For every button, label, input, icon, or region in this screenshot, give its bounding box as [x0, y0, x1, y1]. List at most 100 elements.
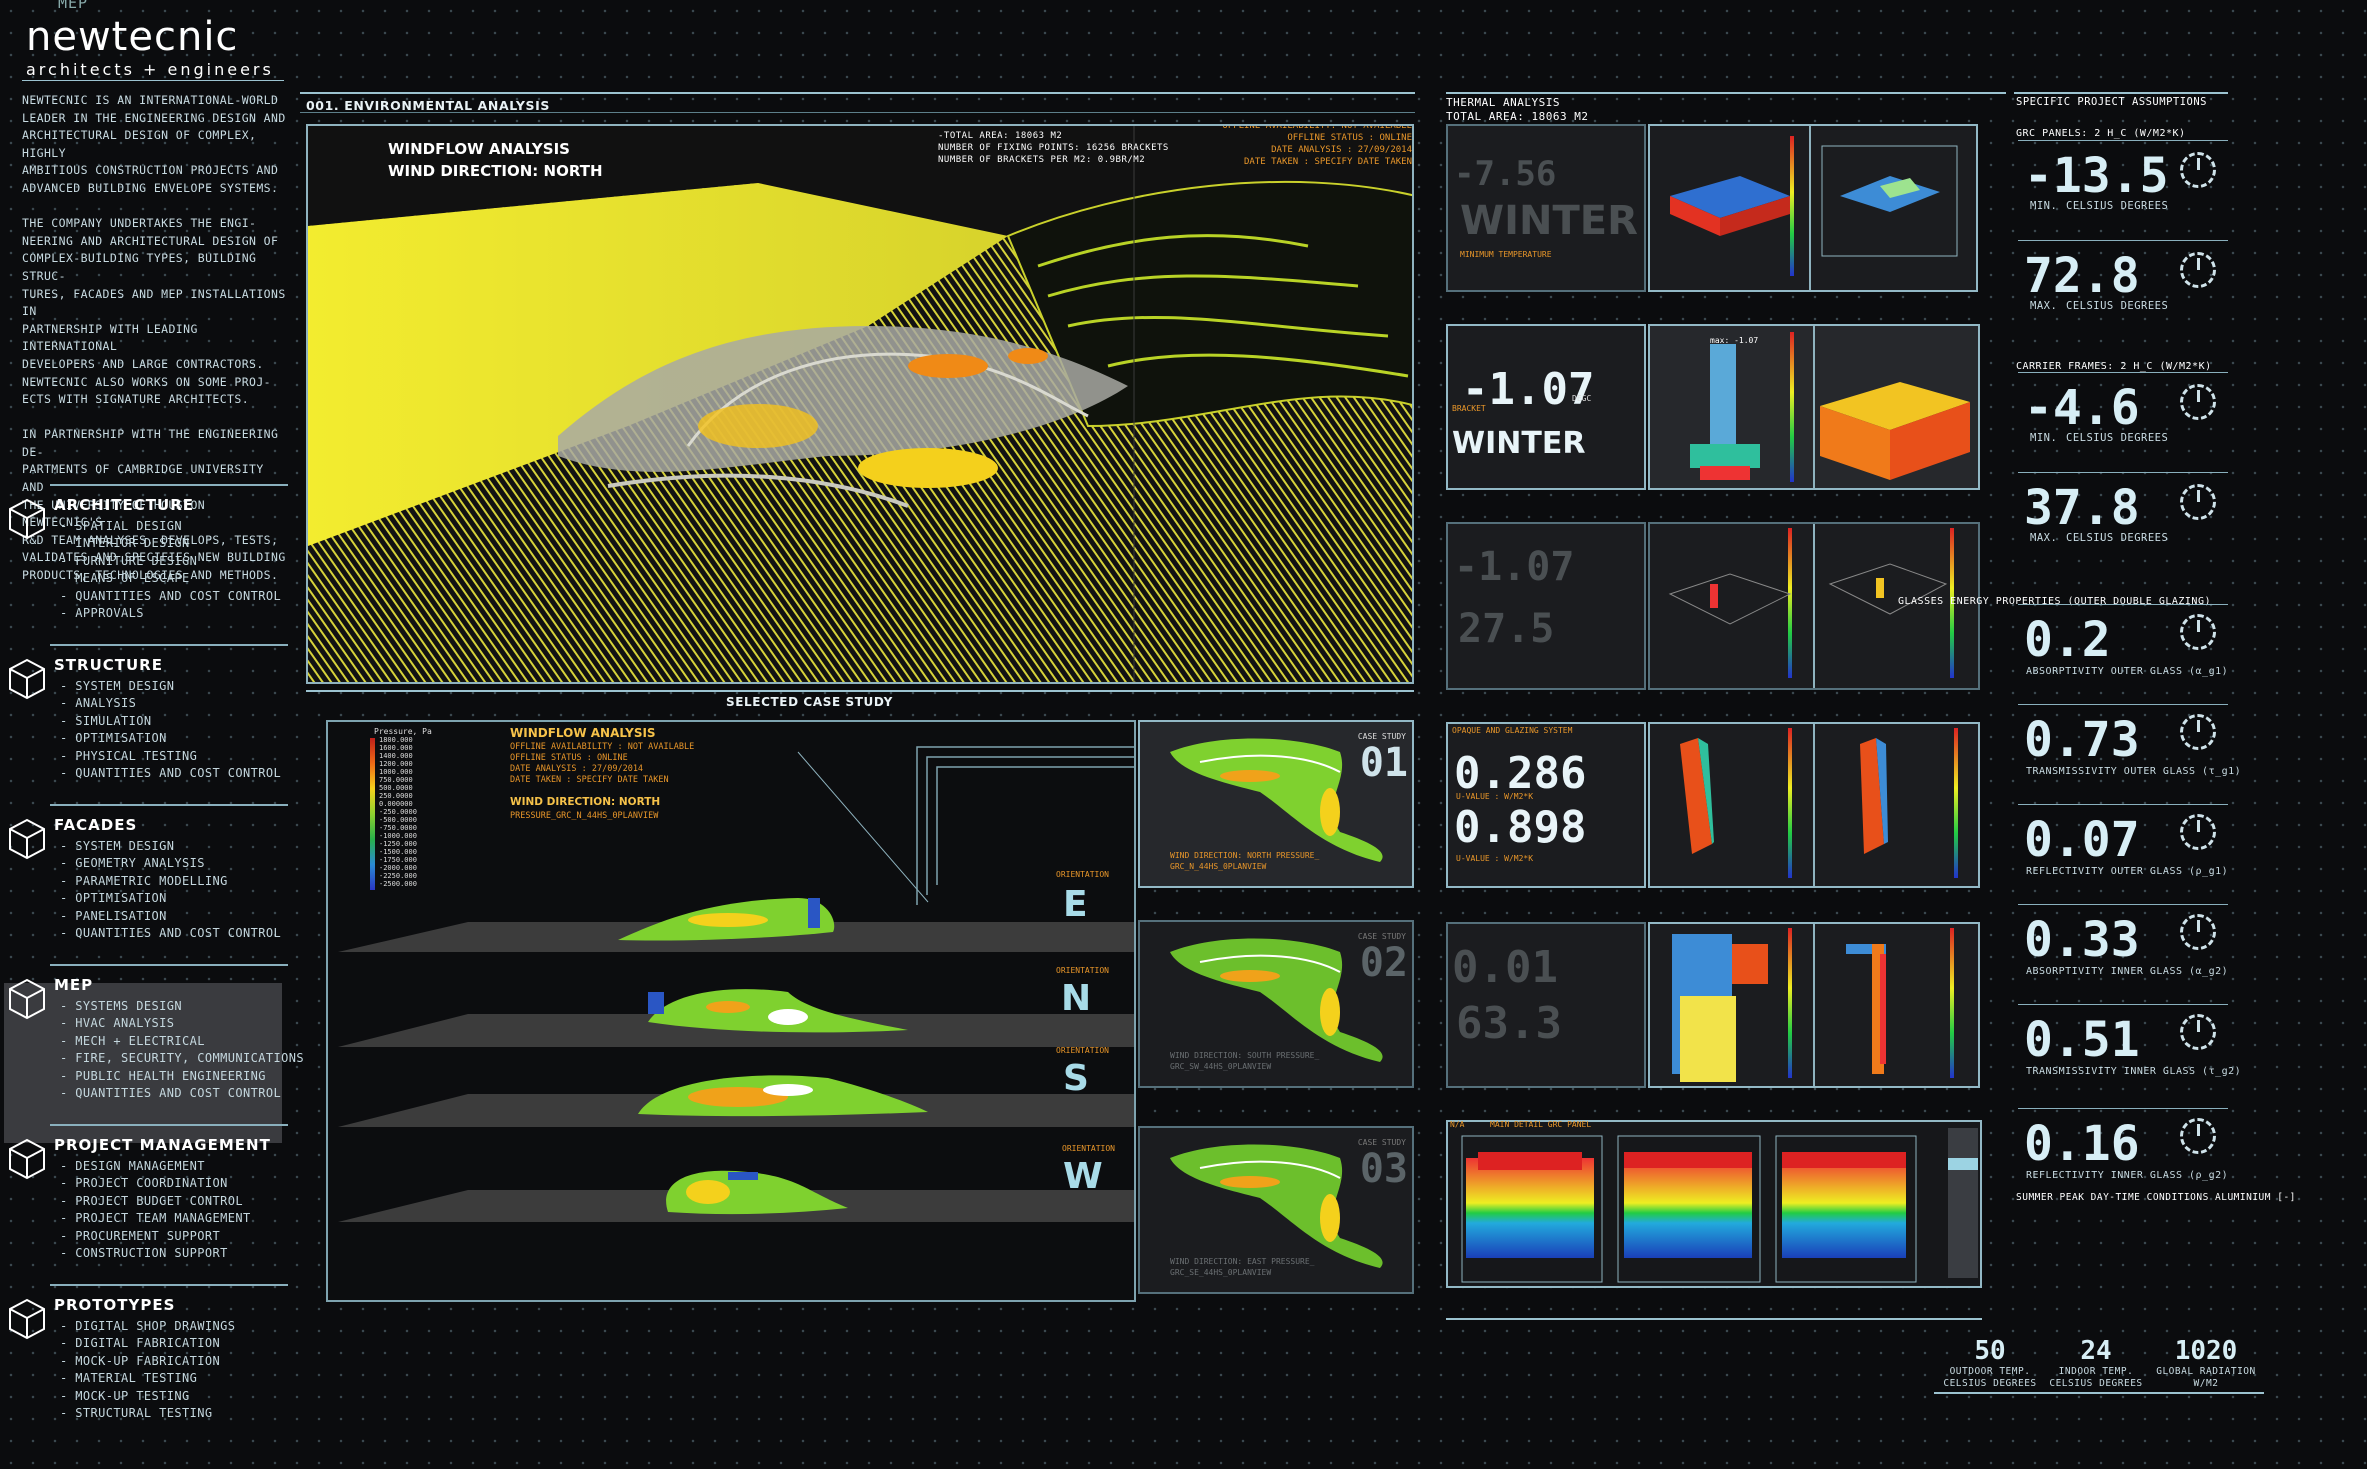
- category-item[interactable]: - QUANTITIES AND COST CONTROL: [60, 926, 282, 941]
- category-item[interactable]: - QUANTITIES AND COST CONTROL: [60, 1086, 282, 1101]
- case-study-desc: WIND DIRECTION: EAST PRESSURE_GRC_SE_44H…: [1170, 1256, 1315, 1278]
- orientation-e[interactable]: E: [1063, 884, 1088, 925]
- category-item[interactable]: - MATERIAL TESTING: [60, 1371, 198, 1386]
- thermal-render-4[interactable]: [1648, 722, 1980, 888]
- intro-line: TURES, FACADES AND MEP INSTALLATIONS IN: [22, 286, 286, 319]
- category-item[interactable]: - PUBLIC HEALTH ENGINEERING: [60, 1068, 266, 1083]
- category-title[interactable]: ARCHITECTURE: [54, 496, 194, 514]
- thermal-panel-2[interactable]: -1.07 DEGC BRACKET WINTER: [1446, 324, 1646, 490]
- category-title[interactable]: FACADES: [54, 816, 138, 834]
- category-item[interactable]: - OPTIMISATION: [60, 731, 167, 746]
- category-item[interactable]: - HVAC ANALYSIS: [60, 1016, 175, 1031]
- category-item[interactable]: - PANELISATION: [60, 908, 167, 923]
- category-item[interactable]: - APPROVALS: [60, 606, 144, 621]
- legend-value: -1000.000: [379, 832, 417, 840]
- thermal-panel-5[interactable]: 0.01 63.3: [1446, 922, 1646, 1088]
- assumption-value: -13.5: [2024, 148, 2169, 204]
- category-title[interactable]: PROTOTYPES: [54, 1296, 176, 1314]
- intro-line: THE COMPANY UNDERTAKES THE ENGI-: [22, 216, 257, 231]
- category-title[interactable]: PROJECT MANAGEMENT: [54, 1136, 271, 1154]
- brand-logo[interactable]: newtecnic: [26, 14, 239, 60]
- category-item[interactable]: - SPATIAL DESIGN: [60, 519, 182, 533]
- category-item[interactable]: - SYSTEM DESIGN: [60, 839, 175, 853]
- thermal-panel-4[interactable]: OPAQUE AND GLAZING SYSTEM 0.286 U-VALUE …: [1446, 722, 1646, 888]
- thermal-render-3-img: [1668, 524, 1954, 688]
- category-item[interactable]: - PROJECT BUDGET CONTROL: [60, 1193, 243, 1208]
- active-category-highlight: [4, 983, 282, 1143]
- category-item[interactable]: - CONSTRUCTION SUPPORT: [60, 1246, 228, 1261]
- thermal-render-1[interactable]: [1648, 124, 1978, 292]
- orientation-n[interactable]: N: [1061, 978, 1092, 1019]
- category-item[interactable]: - MOCK-UP TESTING: [60, 1388, 190, 1403]
- category-item[interactable]: - SYSTEMS DESIGN: [60, 999, 182, 1013]
- thermal-panel-1[interactable]: -7.56 WINTER MINIMUM TEMPERATURE: [1446, 124, 1646, 292]
- category-item[interactable]: - FURNITURE DESIGN: [60, 553, 198, 568]
- thermal-header: THERMAL ANALYSIS: [1446, 96, 1560, 109]
- category-item[interactable]: - STRUCTURAL TESTING: [60, 1406, 213, 1421]
- category-item[interactable]: - FIRE, SECURITY, COMMUNICATIONS: [60, 1051, 304, 1066]
- thermal-render-2-img: [1690, 326, 1970, 488]
- stat-label-line: W/M2: [2193, 1378, 2219, 1389]
- case-study-render: [1170, 1144, 1383, 1268]
- intro-line: [22, 409, 292, 427]
- category-item[interactable]: - ANALYSIS: [60, 696, 137, 711]
- category-title[interactable]: STRUCTURE: [54, 656, 163, 674]
- thermal-panel-3[interactable]: -1.07 27.5: [1446, 522, 1646, 690]
- glass-label: REFLECTIVITY INNER GLASS (ρ_g2): [2026, 1170, 2229, 1181]
- category-item[interactable]: - DIGITAL FABRICATION: [60, 1336, 221, 1351]
- cube-icon: [8, 818, 46, 860]
- selected-case-study-label: SELECTED CASE STUDY: [726, 695, 893, 709]
- divider: [2018, 804, 2228, 805]
- thermal-value-5b: 63.3: [1456, 998, 1562, 1049]
- category-item[interactable]: - PROCUREMENT SUPPORT: [60, 1228, 221, 1243]
- grc-panels-label: GRC PANELS: 2 H_C (W/M2*K): [2016, 128, 2186, 139]
- category-item[interactable]: - GEOMETRY ANALYSIS: [60, 856, 205, 871]
- category-title[interactable]: MEP: [54, 976, 94, 994]
- thermal-value-3b: 27.5: [1458, 606, 1555, 652]
- category-item[interactable]: - PHYSICAL TESTING: [60, 748, 198, 763]
- thermal-render-3[interactable]: [1648, 522, 1980, 690]
- legend-value: 1600.000: [379, 744, 413, 752]
- category-item[interactable]: - PROJECT TEAM MANAGEMENT: [60, 1211, 251, 1226]
- stat-value: 24: [2080, 1336, 2112, 1366]
- orientation-s[interactable]: S: [1063, 1058, 1089, 1099]
- availability-line: DATE ANALYSIS : 27/09/2014: [1271, 145, 1412, 155]
- thermal-season-1: WINTER: [1460, 198, 1638, 244]
- category-item[interactable]: - MEANS OF ESCAPE: [60, 571, 190, 586]
- category-item[interactable]: - DESIGN MANAGEMENT: [60, 1159, 205, 1173]
- category-item[interactable]: - SYSTEM DESIGN: [60, 679, 175, 693]
- thermal-detail-panel[interactable]: N/A MAIN DETAIL GRC PANEL: [1446, 1120, 1982, 1288]
- assumptions-header: SPECIFIC PROJECT ASSUMPTIONS: [2016, 96, 2208, 108]
- orientation-renders: [338, 751, 1134, 1222]
- intro-line: NEWTECNIC IS AN INTERNATIONAL-WORLD: [22, 93, 279, 107]
- divider: [300, 112, 1415, 113]
- legend-value: -1250.000: [379, 840, 417, 848]
- orientation-w[interactable]: W: [1063, 1156, 1103, 1197]
- stat-label-line: OUTDOOR TEMP.: [1949, 1366, 2031, 1377]
- glass-properties-label: GLASSES ENERGY PROPERTIES (OUTER DOUBLE …: [1898, 596, 2211, 607]
- intro-line: ADVANCED BUILDING ENVELOPE SYSTEMS.: [22, 180, 279, 195]
- thermal-render-5[interactable]: [1648, 922, 1980, 1088]
- assumption-min-max: MAX.: [2030, 532, 2058, 544]
- thermal-render-2[interactable]: max: -1.07: [1648, 324, 1980, 490]
- category-item[interactable]: - INTERIOR DESIGN: [60, 536, 190, 551]
- category-item[interactable]: - PROJECT COORDINATION: [60, 1176, 228, 1191]
- category-item[interactable]: - QUANTITIES AND COST CONTROL: [60, 766, 282, 781]
- windflow-render-panel[interactable]: WINDFLOW ANALYSIS WIND DIRECTION: NORTH …: [306, 124, 1414, 684]
- category-item[interactable]: - OPTIMISATION: [60, 891, 167, 906]
- category-item[interactable]: - MECH + ELECTRICAL: [60, 1033, 205, 1048]
- category-item[interactable]: - SIMULATION: [60, 713, 152, 728]
- assumption-unit: CELSIUS DEGREES: [2066, 300, 2169, 312]
- category-item[interactable]: - DIGITAL SHOP DRAWINGS: [60, 1319, 236, 1333]
- category-item[interactable]: - MOCK-UP FABRICATION: [60, 1353, 221, 1368]
- case-status-line: DATE TAKEN : SPECIFY DATE TAKEN: [510, 775, 669, 785]
- windflow-title-2: WIND DIRECTION: NORTH: [388, 162, 603, 180]
- category-item[interactable]: - QUANTITIES AND COST CONTROL: [60, 588, 282, 603]
- category-item[interactable]: - PARAMETRIC MODELLING: [60, 873, 228, 888]
